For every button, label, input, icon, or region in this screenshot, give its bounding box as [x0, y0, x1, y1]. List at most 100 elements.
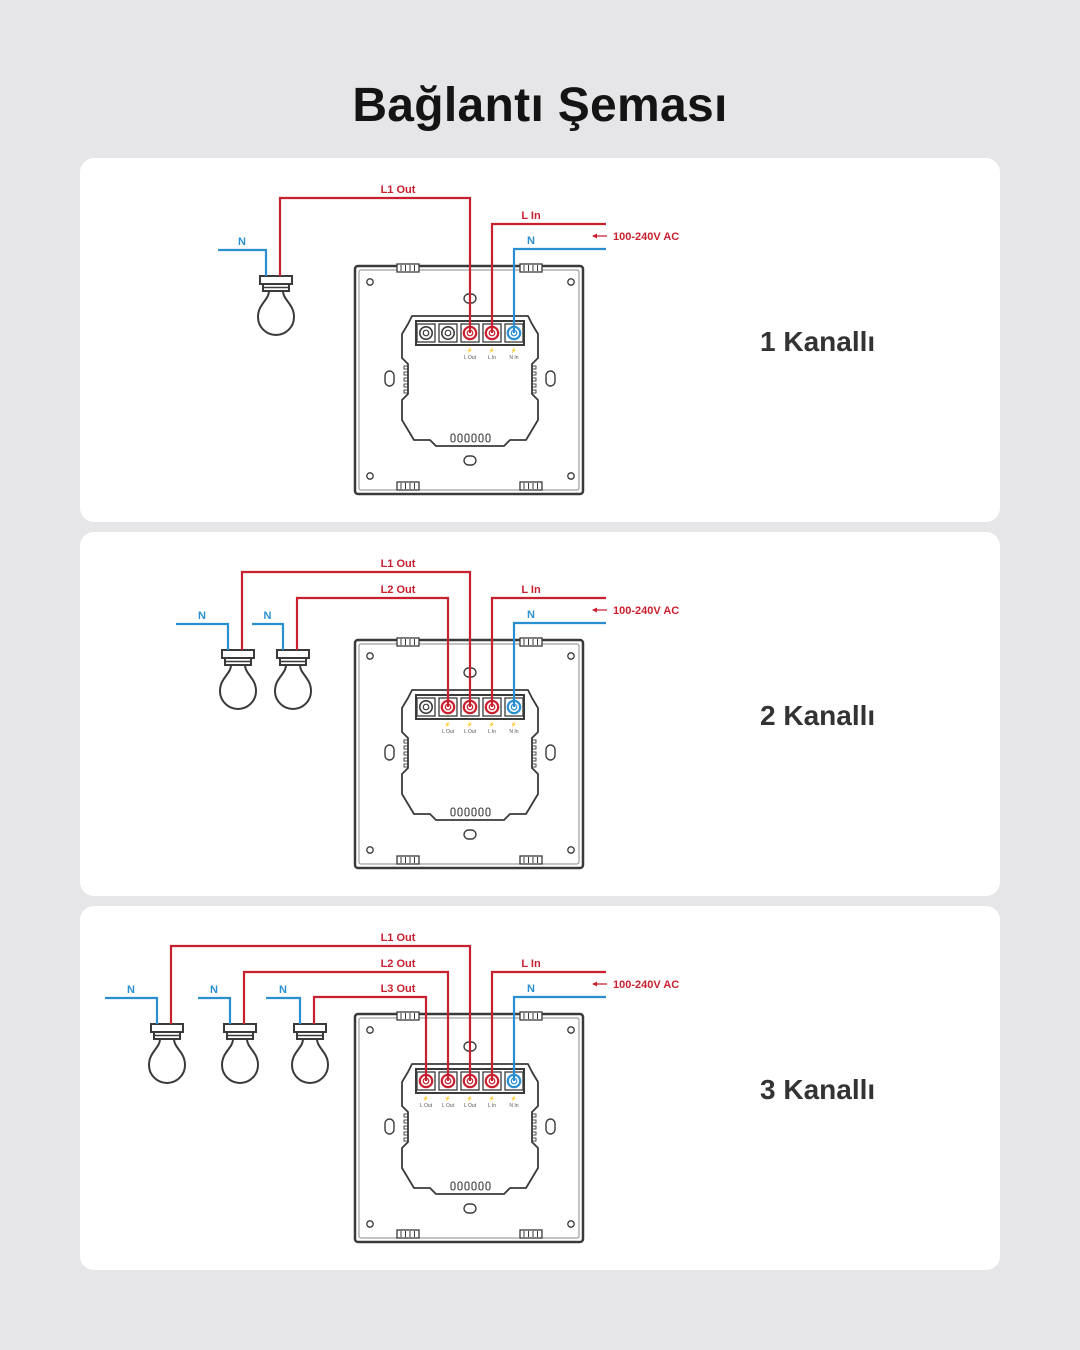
- bulb-socket-cap: [223, 1023, 257, 1033]
- mount-clip: [519, 481, 543, 491]
- live-out-label: L1 Out: [381, 932, 416, 944]
- vent-slot: [464, 1181, 470, 1191]
- side-rib: [531, 383, 537, 388]
- live-in-label: L In: [521, 584, 541, 596]
- vent-slot: [457, 807, 463, 817]
- light-bulb-icon: [147, 1023, 187, 1084]
- vent-slot: [450, 433, 456, 443]
- bottom-slot: [463, 1203, 477, 1214]
- terminal-glyph-icon: ⚡: [511, 347, 517, 354]
- right-slot: [545, 744, 556, 761]
- switch-back-panel: ⚡L Out⚡L In⚡N In: [353, 263, 585, 496]
- live-in-wire: [490, 596, 606, 707]
- terminal-screw-inner: [422, 703, 430, 711]
- vent-slot: [450, 807, 456, 817]
- terminal-glyph-icon: ⚡: [489, 1095, 495, 1102]
- mount-clip: [396, 855, 420, 865]
- live-out-label: L1 Out: [381, 184, 416, 196]
- terminal-glyph-icon: ⚡: [467, 347, 473, 354]
- terminal-label: L Out: [464, 729, 477, 735]
- vent-slot: [478, 807, 484, 817]
- side-rib: [531, 1119, 537, 1124]
- light-bulb-icon: [273, 649, 313, 710]
- terminal-glyph-icon: ⚡: [511, 721, 517, 728]
- left-slot: [384, 744, 395, 761]
- mount-clip: [519, 263, 543, 273]
- module-housing: [401, 689, 539, 821]
- terminal-glyph-icon: ⚡: [423, 1095, 429, 1102]
- bulb-neutral-label: N: [198, 610, 206, 622]
- terminal-screw-icon: [418, 326, 433, 341]
- terminal-label: L Out: [420, 1103, 433, 1109]
- terminal-label: N In: [509, 729, 518, 735]
- terminal-screw-inner: [422, 329, 430, 337]
- live-in-label: L In: [521, 958, 541, 970]
- side-rib: [531, 1137, 537, 1142]
- bulb-glass: [256, 290, 296, 336]
- terminal-glyph-icon: ⚡: [467, 1095, 473, 1102]
- terminal-label: L Out: [464, 1103, 477, 1109]
- screw-hole-icon: [567, 472, 575, 480]
- screw-hole-icon: [366, 846, 374, 854]
- supply-voltage-label: 100-240V AC: [613, 605, 679, 617]
- mount-clip: [396, 637, 420, 647]
- supply-arrowhead: [592, 607, 597, 613]
- live-in-wire: [490, 970, 606, 1081]
- vent-slot: [471, 433, 477, 443]
- screw-hole-icon: [366, 472, 374, 480]
- bulb-neutral-wire: [252, 622, 285, 650]
- bulb-neutral-label: N: [238, 236, 246, 248]
- right-slot: [545, 370, 556, 387]
- live-out-wire: [242, 970, 450, 1081]
- channel-label: 2 Kanallı: [760, 700, 876, 731]
- side-rib: [403, 383, 409, 388]
- terminal-label: L Out: [442, 1103, 455, 1109]
- neutral-in-wire: [512, 247, 606, 333]
- live-out-label: L2 Out: [381, 584, 416, 596]
- live-in-wire: [490, 222, 606, 333]
- module-housing: [401, 1063, 539, 1195]
- bulb-glass: [147, 1038, 187, 1084]
- bulb-neutral-label: N: [210, 984, 218, 996]
- terminal-glyph-icon: ⚡: [489, 721, 495, 728]
- supply-voltage-label: 100-240V AC: [613, 231, 679, 243]
- mount-clip: [519, 637, 543, 647]
- vent-slot: [450, 1181, 456, 1191]
- terminal-screw-icon: [418, 700, 433, 715]
- bottom-slot: [463, 455, 477, 466]
- live-out-label: L3 Out: [381, 983, 416, 995]
- bulb-neutral-wire: [218, 248, 268, 276]
- side-rib: [531, 757, 537, 762]
- left-slot: [384, 370, 395, 387]
- mount-clip: [396, 1011, 420, 1021]
- neutral-in-wire: [512, 621, 606, 707]
- screw-hole-icon: [567, 1220, 575, 1228]
- module-housing: [401, 315, 539, 447]
- side-rib: [403, 757, 409, 762]
- bulb-glass: [220, 1038, 260, 1084]
- vent-slot: [471, 807, 477, 817]
- supply-arrowhead: [592, 981, 597, 987]
- bulb-neutral-wire: [198, 996, 232, 1024]
- screw-hole-icon: [567, 278, 575, 286]
- live-out-label: L2 Out: [381, 958, 416, 970]
- side-rib: [531, 389, 537, 394]
- bulb-socket-cap: [259, 275, 293, 285]
- bulb-socket-cap: [221, 649, 255, 659]
- live-in-label: L In: [521, 210, 541, 222]
- side-rib: [531, 1125, 537, 1130]
- terminal-label: N In: [509, 1103, 518, 1109]
- side-rib: [403, 1119, 409, 1124]
- channel-label: 3 Kanallı: [760, 1074, 876, 1105]
- screw-hole-icon: [366, 1220, 374, 1228]
- neutral-in-wire: [512, 995, 606, 1081]
- side-rib: [403, 1113, 409, 1118]
- screw-hole-icon: [567, 1026, 575, 1034]
- side-rib: [531, 751, 537, 756]
- live-out-wire: [169, 944, 472, 1081]
- mount-clip: [519, 1011, 543, 1021]
